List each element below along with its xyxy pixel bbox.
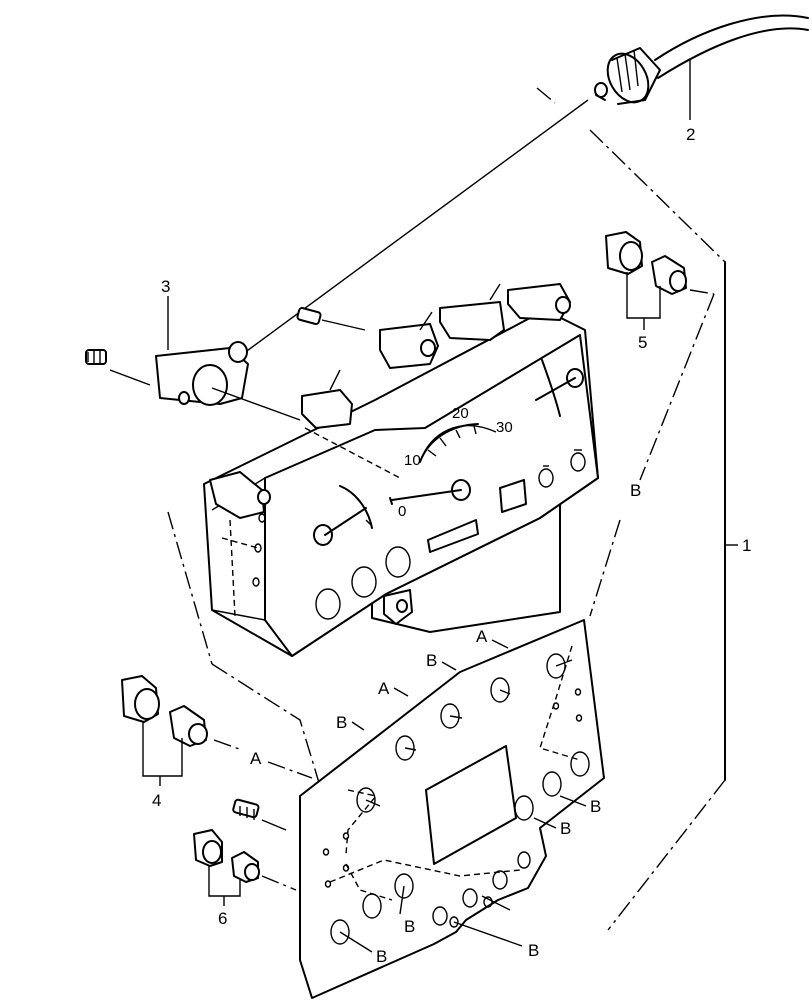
dial-label-0: 0 <box>398 503 406 520</box>
label-b-bottom-left: B <box>376 947 387 966</box>
callout-2-leader: 2 <box>686 60 695 144</box>
label-a-left: A <box>250 749 262 768</box>
bulb-holder-5: 5 <box>605 231 715 352</box>
label-b-right-lower: B <box>560 819 571 838</box>
label-b-bottom-right: B <box>528 941 539 960</box>
bulb-holder-4: 4 A <box>121 675 313 810</box>
panel-plate <box>299 619 605 999</box>
label-a-top: A <box>476 627 488 646</box>
instrument-cluster: 10 20 30 0 <box>203 283 599 657</box>
callout-2: 2 <box>686 125 695 144</box>
dial-label-10: 10 <box>404 452 421 469</box>
dial-label-30: 30 <box>496 419 513 436</box>
speedometer-cable <box>594 14 809 105</box>
panel-letter-labels: A B A B B B B B B <box>336 627 601 966</box>
label-a-mid: A <box>378 679 390 698</box>
callout-4: 4 <box>152 791 161 810</box>
label-b-mid: B <box>336 713 347 732</box>
label-b-top: B <box>426 651 437 670</box>
callout-5: 5 <box>638 333 647 352</box>
label-b-bottom-mid: B <box>404 917 415 936</box>
callout-6: 6 <box>218 909 227 928</box>
dial-label-20: 20 <box>452 405 469 422</box>
assembly-bracket-lines: 1 <box>536 87 751 931</box>
label-b-long-line: B <box>630 481 641 500</box>
label-b-right-upper: B <box>590 797 601 816</box>
callout-1: 1 <box>742 536 751 555</box>
speed-sensor-3: 3 <box>85 277 366 421</box>
callout-3: 3 <box>161 277 170 296</box>
bulb-holder-6: 6 <box>193 798 297 928</box>
